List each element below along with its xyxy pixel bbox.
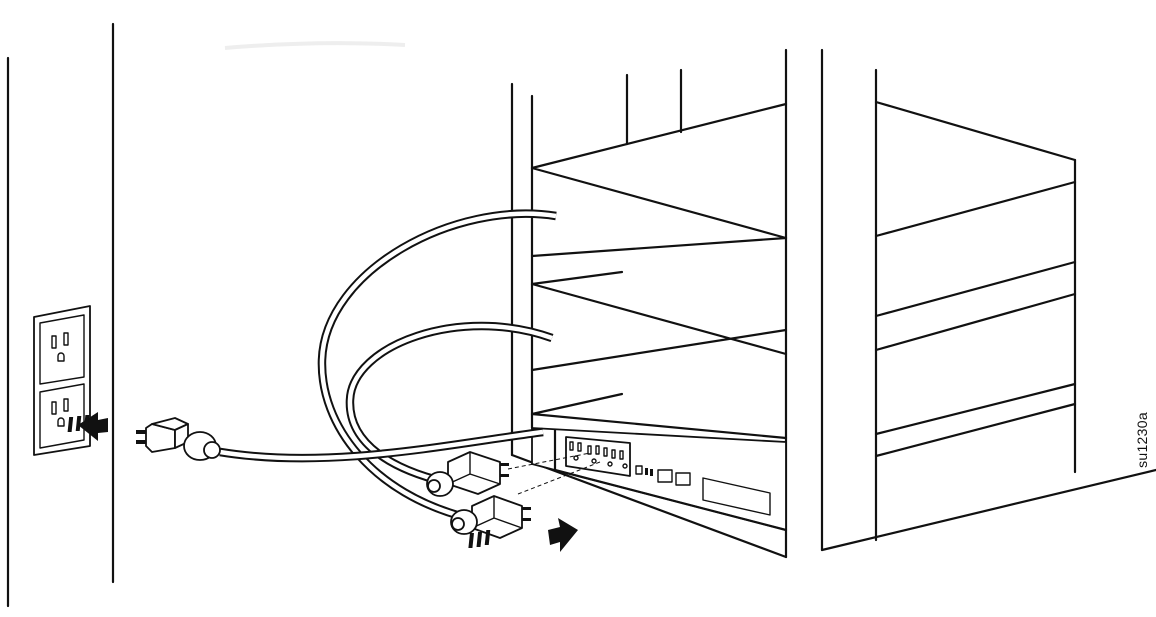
power-plug-icon [136, 417, 221, 461]
arrow-right-icon [468, 518, 578, 552]
ups-outlet-panel [565, 436, 631, 477]
wall [6, 22, 406, 608]
outlet-receptacle-upper [51, 332, 69, 362]
ups-display-panel [702, 477, 771, 516]
figure-id-text: su1230a [1134, 412, 1151, 468]
rack-enclosure-icon [510, 48, 1156, 559]
power-cord-icon [219, 209, 557, 523]
figure-id-label: su1230a [1128, 395, 1156, 485]
power-plug-icon [426, 451, 509, 497]
outlet-receptacle-lower [51, 398, 69, 427]
arrow-left-icon [67, 412, 108, 441]
power-plug-icon [450, 495, 531, 539]
wall-outlet-icon [33, 305, 91, 456]
ups-unit [507, 427, 788, 532]
ups-ports [635, 465, 691, 486]
